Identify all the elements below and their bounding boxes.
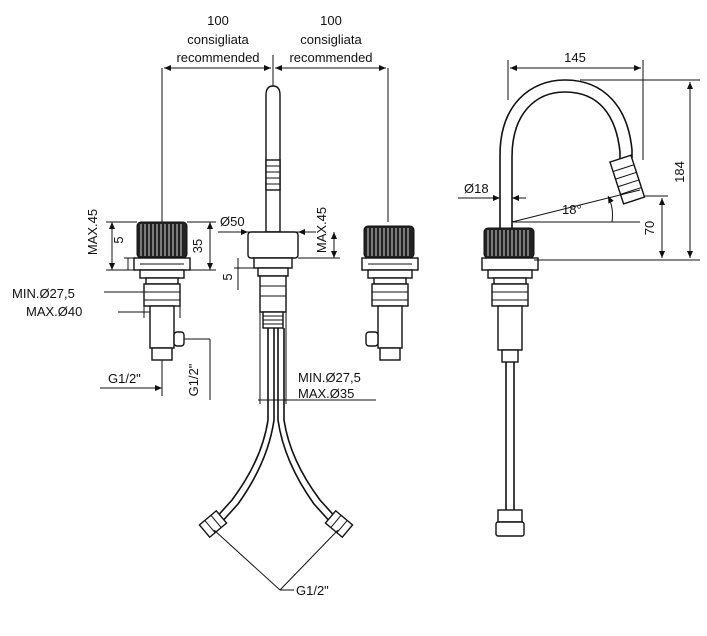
right-valve-bottom-nut: [379, 347, 401, 361]
left-valve-body: [149, 305, 175, 349]
side-spout-height-label: 70: [642, 221, 657, 235]
left-valve: [133, 221, 191, 361]
right-valve-body: [377, 305, 403, 349]
left-max-height-label: MAX.45: [85, 209, 100, 255]
left-hose-fitting: [198, 509, 228, 539]
left-valve-nut: [143, 283, 181, 307]
left-valve-dimensions: MAX.45 5 35 MIN.Ø27,5 MAX.Ø40 G1/2" G1/2…: [12, 209, 216, 400]
right-hose-fitting: [324, 509, 354, 539]
right-hose-inner: [277, 328, 333, 525]
side-washer: [493, 277, 527, 285]
center-spout-tube: [265, 85, 281, 233]
center-spout: [247, 85, 299, 329]
hoses-thread-leader-left: [213, 529, 281, 591]
center-spout-ring: [253, 257, 293, 269]
center-spout-nozzle: [265, 159, 281, 191]
side-angle-arc: [607, 195, 614, 223]
side-reach-label: 145: [564, 50, 586, 65]
side-shank: [497, 305, 523, 351]
right-valve-side-outlet: [365, 331, 379, 347]
spacing-right-note-it: consigliata: [300, 32, 362, 47]
center-5-label: 5: [220, 273, 235, 280]
hoses-thread-leader-right: [279, 529, 339, 591]
center-spout-shank: [259, 275, 287, 313]
side-outlet-diameter-label: Ø18: [464, 181, 489, 196]
right-valve-deck-ring: [367, 269, 413, 279]
side-hose-nut-bottom: [495, 521, 525, 537]
side-knurled-base: [483, 227, 535, 259]
center-spout-washer: [257, 267, 289, 277]
hoses-thread-label: G1/2": [296, 583, 329, 598]
supply-hoses: [198, 328, 354, 539]
side-nut: [491, 283, 529, 307]
center-min-hole-label: MIN.Ø27,5: [298, 370, 361, 385]
spacing-left-value: 100: [207, 13, 229, 28]
side-deck-ring: [487, 269, 533, 279]
side-height-label: 184: [672, 161, 687, 183]
left-valve-knurled-handle: [136, 221, 188, 259]
center-max-hole-label: MAX.Ø35: [298, 386, 354, 401]
left-35-label: 35: [190, 239, 205, 253]
right-hose-outer: [283, 328, 339, 521]
center-max-height-label: MAX.45: [314, 207, 329, 253]
spacing-dimension-group: 100 consigliata recommended 100 consigli…: [161, 13, 389, 222]
left-hose-inner: [219, 328, 275, 525]
side-base-ring: [481, 257, 539, 271]
left-valve-deck-ring: [139, 269, 185, 279]
right-valve: [361, 225, 419, 361]
right-valve-washer: [373, 277, 407, 285]
spacing-right-value: 100: [320, 13, 342, 28]
side-angle-ray: [511, 189, 641, 223]
left-thread-h-label: G1/2": [108, 371, 141, 386]
side-spout-arc-outer: [499, 79, 633, 228]
center-dimensions: Ø50 MAX.45 5 MIN.Ø27,5 MAX.Ø35 G1/2": [213, 207, 376, 598]
left-min-hole-label: MIN.Ø27,5: [12, 286, 75, 301]
side-spout-arc-inner: [511, 91, 621, 228]
left-valve-side-outlet: [173, 331, 185, 347]
left-valve-bottom-nut: [151, 347, 173, 361]
side-threaded-end: [501, 349, 519, 363]
spacing-right-note-en: recommended: [289, 50, 372, 65]
right-valve-knurled-handle: [363, 225, 415, 259]
left-5-label: 5: [111, 236, 126, 243]
right-valve-nut: [371, 283, 409, 307]
left-hose-outer: [213, 328, 269, 521]
left-max-hole-label: MAX.Ø40: [26, 304, 82, 319]
left-valve-washer: [145, 277, 179, 285]
side-view-dimensions: 145 184 Ø18 18° 70: [458, 50, 700, 261]
side-hose-nut-top: [497, 509, 523, 523]
spacing-left-note-it: consigliata: [187, 32, 249, 47]
spacing-left-note-en: recommended: [176, 50, 259, 65]
side-view-spout: [481, 79, 646, 537]
side-angle-label: 18°: [562, 202, 582, 217]
center-spout-base: [247, 231, 299, 259]
left-thread-v-label: G1/2": [186, 363, 201, 396]
side-spout-head: [609, 154, 646, 205]
center-diameter-label: Ø50: [220, 214, 245, 229]
